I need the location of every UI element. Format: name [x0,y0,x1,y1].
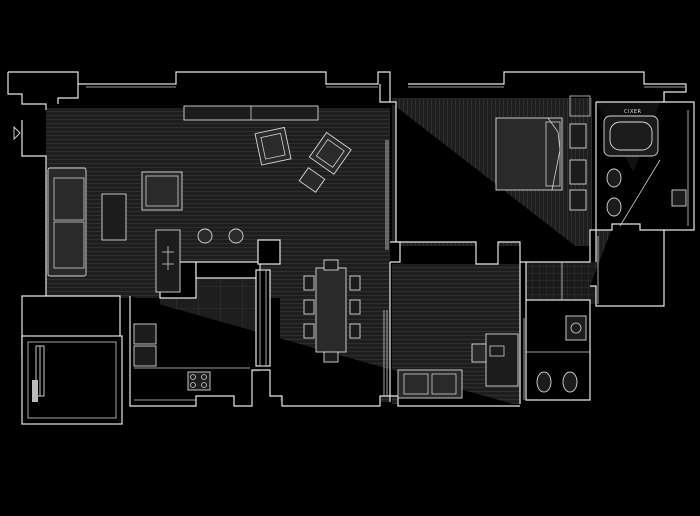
bedroom [495,95,591,211]
armchair [141,171,183,211]
bathtub-label: CIXER [624,109,642,115]
bathroom-2 [536,315,587,393]
dining-table [315,267,347,353]
wardrobe-unit [569,189,587,211]
living-room [47,105,352,293]
nightstand [569,159,587,185]
dining-chair [323,351,339,363]
bed [495,117,563,191]
elevator-inner [27,341,117,419]
laptop-icon [489,345,505,357]
elevator-box [21,335,123,425]
column-1 [257,239,281,265]
study-sofa-cushion [431,373,457,395]
dining-chair [349,299,361,315]
stove [187,371,211,391]
bathroom2-wall [525,299,591,401]
armchair-seat [145,175,179,207]
coffee-table [101,193,127,241]
desk [485,333,519,387]
study-wall [389,262,527,404]
kitchen-wall [255,269,271,367]
burner-icon [201,374,207,380]
burner-icon [201,382,207,388]
dining-chair [349,275,361,291]
dining-chair [323,259,339,271]
sofa-cushion [53,221,85,269]
elevator-panel [32,380,38,402]
kitchen-bar [195,261,261,279]
door-jamb [390,241,401,263]
ottoman [298,167,326,193]
bidet [606,197,622,217]
bathroom-1: CIXER [603,109,687,227]
window-nook [569,95,591,117]
sink-basin [570,322,582,334]
dining-chair [303,275,315,291]
dining-chair [303,323,315,339]
bathroom2-sink [565,315,587,341]
bathtub [603,115,659,157]
dining-chair [349,323,361,339]
toilet [606,168,622,188]
desk-chair [471,343,487,363]
burner-icon [190,382,196,388]
bar-stool [228,228,244,244]
bathroom1-sink [671,189,687,207]
study-sofa [397,369,463,399]
closet [561,236,599,304]
exterior-wall-left [7,72,79,110]
glass-partition [619,159,661,227]
entry-arrow-icon [13,125,21,141]
bathroom2-bidet [562,371,578,393]
study-sofa-cushion [403,373,429,395]
lounge-chair-1 [254,126,292,166]
study [397,333,519,399]
bathroom2-toilet [536,371,552,393]
kitchen-wall-inner [259,269,267,367]
bed-sheet-fold [547,117,561,191]
hall-floor [526,262,596,304]
bathtub-basin [609,121,653,151]
dining [303,259,361,363]
burner-icon [190,374,196,380]
bar-stool [197,228,213,244]
lounge-chair-2 [308,131,352,175]
sink-2 [133,345,157,367]
console-deco [162,246,174,270]
sofa-cushion [53,177,85,221]
nightstand [569,123,587,149]
dining-chair [303,299,315,315]
sink [133,323,157,345]
